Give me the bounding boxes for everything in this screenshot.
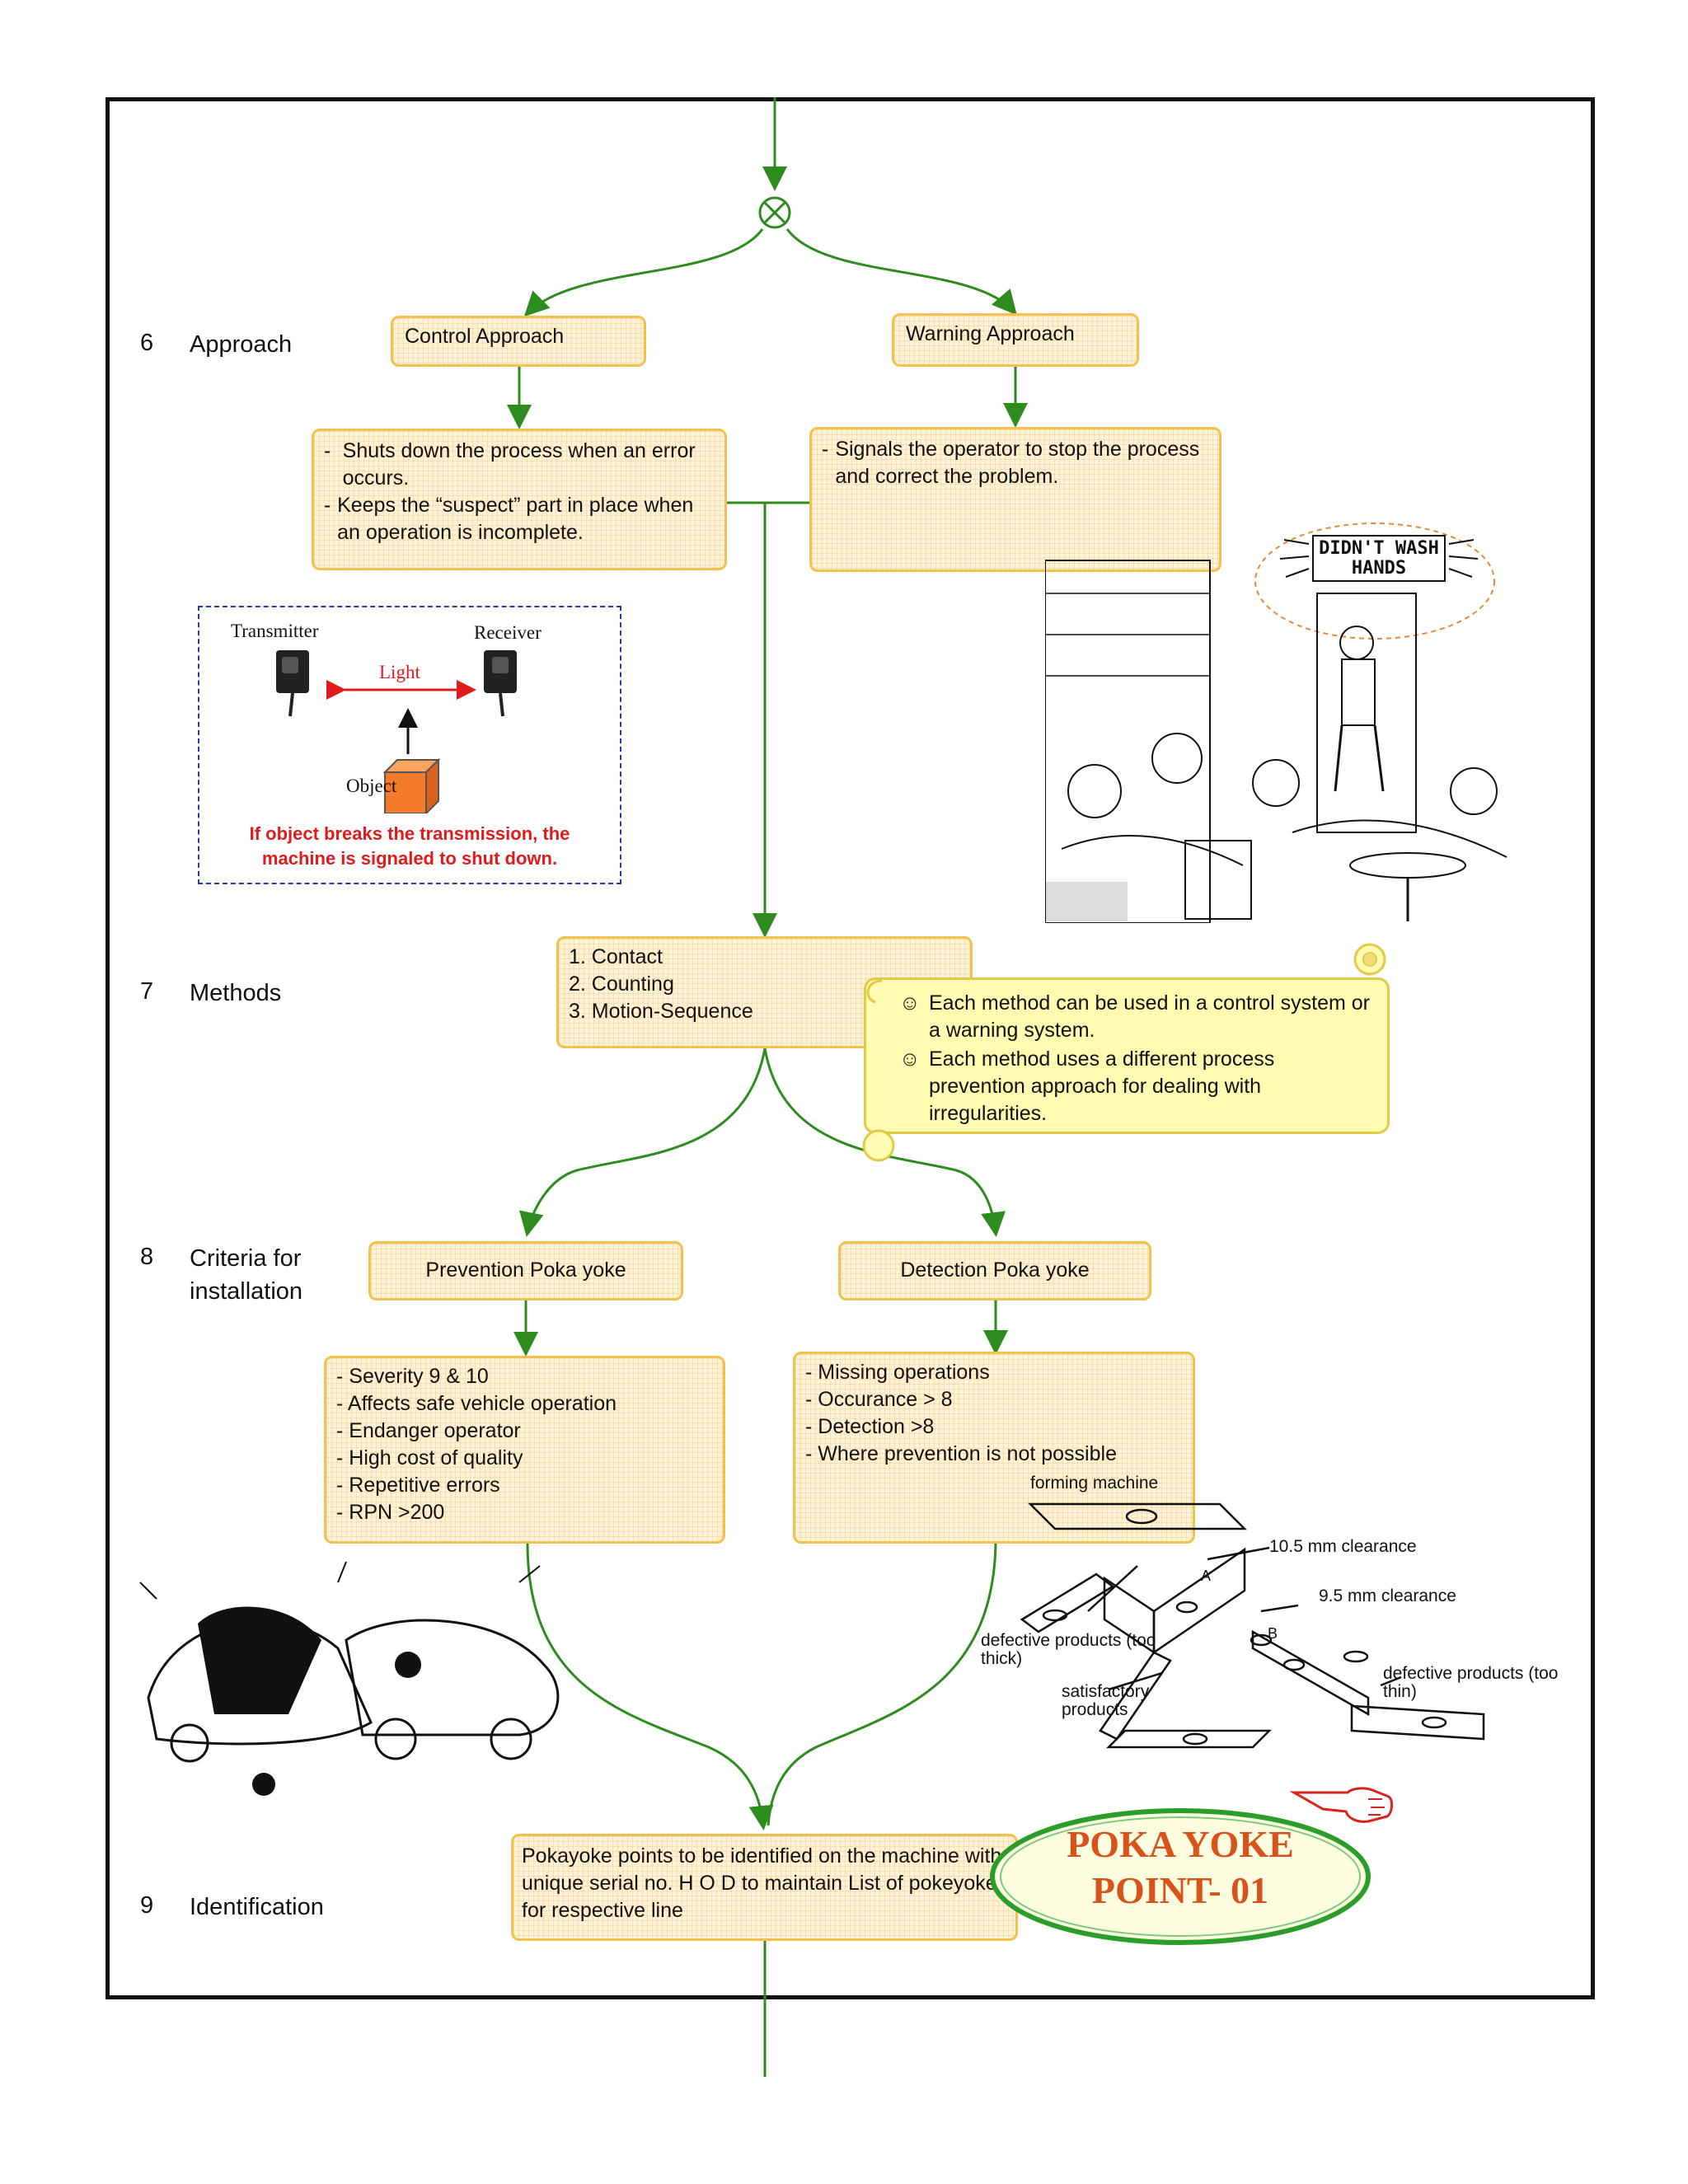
mark-a: A [1201,1568,1212,1584]
warning-point: Signals the operator to stop the process… [835,438,1200,488]
transmitter-label: Transmitter [231,621,319,641]
forming-machine-diagram: forming machine 10.5 mm clearance 9.5 mm… [907,1467,1566,1764]
detection-merge-curve [767,1542,997,1826]
step-7-label: Methods [190,980,282,1006]
pokayoke-stamp-text: POKA YOKE POINT- 01 [987,1821,1373,1914]
receiver-icon [484,650,517,717]
page-frame [106,97,1595,1999]
receiver-label: Receiver [474,622,542,643]
detection-pokayoke-box: Detection Poka yoke [838,1241,1151,1301]
car-crash-cartoon [124,1549,585,1797]
prevention-criterion: - Affects safe vehicle operation [336,1392,617,1415]
prevention-title: Prevention Poka yoke [425,1258,626,1282]
stamp-line-2: POINT- 01 [1091,1869,1269,1911]
warning-approach-title: Warning Approach [906,322,1075,345]
method-item: 3. Motion-Sequence [569,1000,753,1023]
transmitter-icon [276,650,309,717]
mark-b: B [1268,1625,1278,1642]
step-6-label: Approach [190,331,293,358]
step-8-number: 8 [140,1244,154,1270]
sensor-caption: If object breaks the transmission, the m… [249,823,570,869]
methods-note-scroll: ☺ Each method can be used in a control s… [864,977,1390,1134]
detection-criterion: - Occurance > 8 [805,1388,953,1411]
method-item: 1. Contact [569,945,663,968]
prevention-merge-curve [526,1542,774,1830]
detection-title: Detection Poka yoke [900,1258,1090,1282]
warning-approach-box: Warning Approach [892,313,1139,367]
step-6-number: 6 [140,330,154,356]
detection-criteria-box: - Missing operations - Occurance > 8 - D… [793,1352,1195,1544]
clearance-b-label: 9.5 mm clearance [1319,1586,1456,1605]
scroll-curls [862,943,1386,1162]
object-label: Object [346,776,397,796]
detection-criterion: - Detection >8 [805,1415,935,1438]
merge-junction-icon [758,196,791,229]
smiley-icon: ☺ [899,991,921,1015]
methods-note: Each method uses a different process pre… [929,1047,1275,1125]
methods-note: Each method can be used in a control sys… [929,991,1371,1042]
branch-left-curve [523,228,764,317]
prevention-criterion: - High cost of quality [336,1446,523,1469]
detection-criterion: - Missing operations [805,1361,990,1384]
methods-right-curve [763,1047,1006,1237]
control-approach-details: -Shuts down the process when an error oc… [312,429,727,570]
prevention-criterion: - RPN >200 [336,1501,445,1524]
forming-machine-illustration [1020,1502,1485,1749]
too-thin-label: defective products (too thin) [1383,1664,1559,1701]
identification-text: Pokayoke points to be identified on the … [522,1844,1002,1922]
step-9-label: Identification [190,1894,324,1920]
warning-approach-details: -Signals the operator to stop the proces… [809,427,1221,572]
control-point: Shuts down the process when an error occ… [342,439,696,490]
control-approach-box: Control Approach [391,316,646,367]
forming-machine-label: forming machine [1030,1474,1159,1493]
detection-criterion: - Where prevention is not possible [805,1442,1117,1465]
prevention-criterion: - Endanger operator [336,1419,521,1442]
prevention-criterion: - Repetitive errors [336,1474,500,1497]
prevention-pokayoke-box: Prevention Poka yoke [368,1241,683,1301]
pokayoke-stamp-badge [990,1808,1371,1945]
restaurant-cartoon: DIDN'T WASH HANDS [1044,519,1515,924]
cartoon-illustration [1044,523,1507,924]
smiley-icon: ☺ [899,1047,921,1071]
branch-right-curve [785,228,1017,316]
object-cube-icon [382,757,441,813]
light-sensor-callout: Transmitter Receiver Light Object If obj… [198,606,621,884]
step-8-label: Criteria for installation [190,1245,303,1305]
stamp-line-1: POKA YOKE [1067,1823,1294,1865]
pointing-hand-icon [1290,1787,1394,1823]
satisfactory-label: satisfactory products [1062,1682,1150,1719]
prevention-criteria-box: - Severity 9 & 10 - Affects safe vehicle… [324,1356,725,1544]
clearance-a-label: 10.5 mm clearance [1269,1537,1417,1556]
sensor-illustration [276,650,517,813]
method-item: 2. Counting [569,972,674,996]
prevention-criterion: - Severity 9 & 10 [336,1365,489,1388]
step-7-number: 7 [140,978,154,1005]
too-thick-label: defective products (too thick) [981,1631,1156,1668]
identification-box: Pokayoke points to be identified on the … [511,1834,1018,1941]
car-crash-illustration [139,1561,560,1796]
control-point: Keeps the “suspect” part in place when a… [337,494,694,544]
cartoon-sign-text: DIDN'T WASH HANDS [1319,538,1439,579]
control-approach-title: Control Approach [405,325,565,348]
light-label: Light [379,662,420,682]
step-9-number: 9 [140,1892,154,1919]
methods-left-curve [519,1047,767,1237]
